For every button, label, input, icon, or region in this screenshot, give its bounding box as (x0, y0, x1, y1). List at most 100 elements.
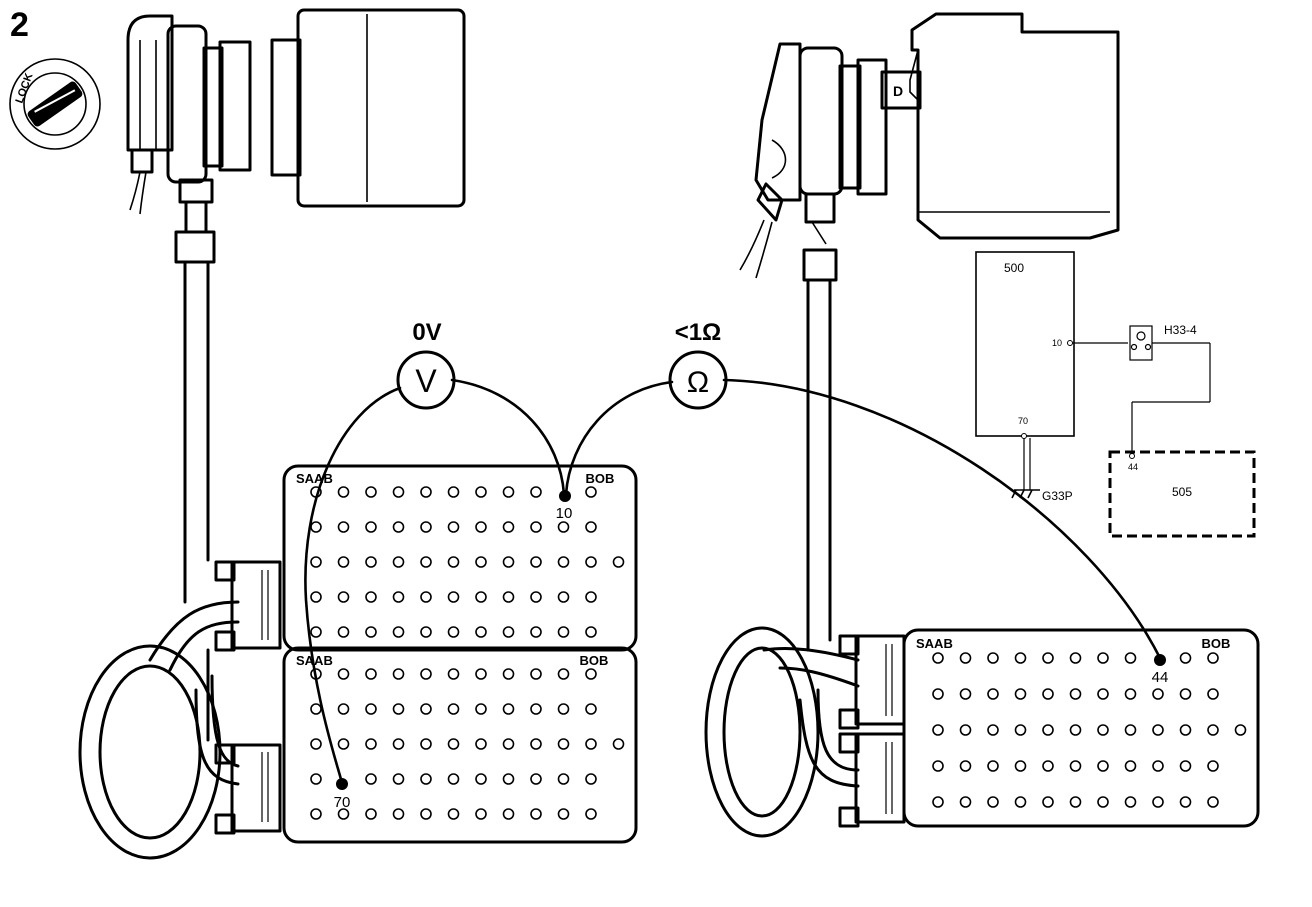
unit-500-pin-bottom: 70 (1018, 416, 1028, 426)
pin-hole (932, 688, 944, 700)
lock-label: LOCK (14, 72, 36, 105)
left-breakout-box-lower: SAAB BOB (282, 646, 638, 844)
pin-hole (1124, 724, 1137, 736)
pin-hole (585, 486, 597, 498)
pin-hole (557, 773, 570, 785)
pin-hole (337, 486, 350, 498)
pin-hole (310, 591, 322, 603)
pin-hole (475, 521, 487, 533)
pin-hole (337, 591, 350, 603)
pin-hole (1042, 688, 1054, 700)
pin-hole (475, 486, 487, 498)
left-breakout-box-upper: SAAB BOB (282, 464, 638, 652)
probe-pin-44: 44 (1152, 654, 1169, 686)
ohmmeter-reading: <1Ω (675, 319, 722, 346)
pin-hole (420, 668, 432, 680)
pin-hole (420, 738, 432, 750)
unit-505-label: 505 (1172, 485, 1192, 499)
pin-hole (987, 688, 999, 700)
connector-h33-4-icon (1129, 325, 1153, 361)
pin-hole (337, 808, 350, 820)
pin-hole (1042, 760, 1054, 772)
pin-hole (1207, 652, 1219, 664)
pin-hole (365, 486, 377, 498)
pin-hole (959, 760, 972, 772)
pin-hole (959, 652, 972, 664)
pin-hole (447, 486, 460, 498)
pin-hole (365, 738, 377, 750)
pin-hole (420, 591, 432, 603)
pin-hole (1014, 796, 1027, 808)
pin-hole (987, 724, 999, 736)
pin-hole (502, 703, 515, 715)
voltmeter-icon: 0V V (396, 319, 456, 410)
pin-hole (447, 773, 460, 785)
right-box-model: BOB (1202, 636, 1231, 651)
pin-hole (987, 652, 999, 664)
pin-hole (932, 652, 944, 664)
pin-hole (392, 773, 405, 785)
pin-hole (310, 521, 322, 533)
pin-hole (447, 521, 460, 533)
pin-hole (557, 626, 570, 638)
pin-hole (959, 688, 972, 700)
pin-hole (420, 521, 432, 533)
pin-hole (1014, 652, 1027, 664)
pin-hole (1207, 796, 1219, 808)
pin-hole (1124, 760, 1137, 772)
ohmmeter-icon: <1Ω Ω (668, 319, 728, 410)
pin-hole (502, 808, 515, 820)
pin-hole (365, 703, 377, 715)
pin-hole (1014, 724, 1027, 736)
pin-hole (585, 626, 597, 638)
pin-hole (585, 703, 597, 715)
pin-hole (1014, 688, 1027, 700)
pin-hole (475, 626, 487, 638)
upper-box-brand: SAAB (296, 471, 333, 486)
pin-hole (420, 556, 432, 568)
pin-hole (475, 808, 487, 820)
pin-hole (1124, 688, 1137, 700)
left-connector-plug-icon (126, 14, 252, 215)
pin-hole (392, 556, 405, 568)
pin-hole (932, 796, 944, 808)
pin-hole (585, 668, 597, 680)
pin-hole (502, 556, 515, 568)
pin-hole (1207, 688, 1219, 700)
pin-hole (310, 556, 322, 568)
pin-hole (557, 521, 570, 533)
pin-hole (502, 521, 515, 533)
pin-hole (1069, 760, 1082, 772)
pin-hole (365, 808, 377, 820)
pin-hole (1014, 760, 1027, 772)
pin-hole (310, 703, 322, 715)
probe-pin-10: 10 (556, 490, 572, 522)
pin-hole (1152, 724, 1164, 736)
probe-pin-44-label: 44 (1152, 669, 1169, 686)
pin-hole (392, 808, 405, 820)
pin-hole (337, 556, 350, 568)
pin-hole (447, 556, 460, 568)
pin-hole (932, 760, 944, 772)
voltmeter-reading: 0V (412, 319, 441, 346)
pin-hole (1152, 796, 1164, 808)
pin-hole (447, 738, 460, 750)
pin-hole (502, 773, 515, 785)
pin-hole (392, 738, 405, 750)
ohmmeter-symbol: Ω (687, 366, 709, 399)
pin-hole (1152, 760, 1164, 772)
pin-hole (392, 521, 405, 533)
test-leads (304, 378, 1162, 785)
ground-symbol-icon (1011, 489, 1040, 499)
pin-hole (502, 591, 515, 603)
pin-hole (1207, 760, 1219, 772)
pin-hole (585, 556, 597, 568)
pin-hole (585, 738, 597, 750)
pin-hole (392, 486, 405, 498)
connector-h33-4-label: H33-4 (1164, 323, 1197, 337)
pin-hole (365, 626, 377, 638)
pin-hole (502, 738, 515, 750)
pin-hole-grid (310, 486, 625, 638)
pin-hole (530, 668, 542, 680)
